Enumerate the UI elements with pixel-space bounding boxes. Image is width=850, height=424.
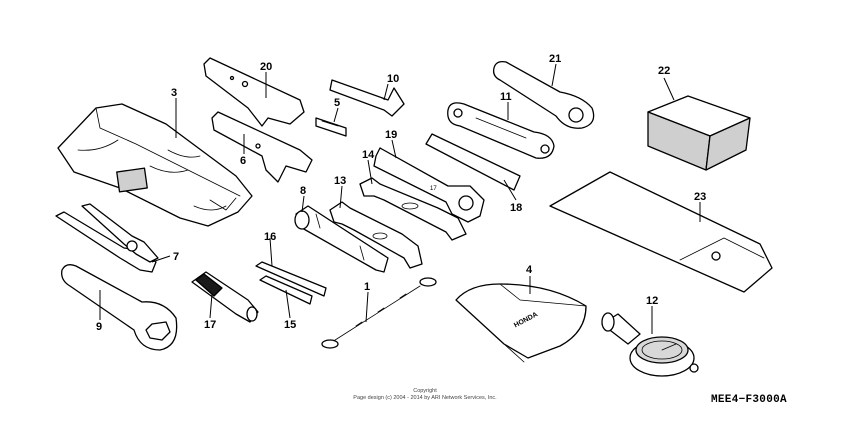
callout-15: 15 <box>284 319 296 331</box>
pin-spanner-20[interactable] <box>203 57 305 127</box>
cable-1[interactable] <box>321 277 437 349</box>
callout-21: 21 <box>549 53 561 65</box>
callout-4: 4 <box>526 264 533 276</box>
box-wrench-11[interactable] <box>447 102 555 159</box>
hex-key-10[interactable] <box>329 79 405 117</box>
copyright-notice: Copyright Page design (c) 2004 - 2014 by… <box>0 388 850 402</box>
screwdriver-handle-17[interactable] <box>191 271 259 323</box>
callout-18: 18 <box>510 202 522 214</box>
tool-roll-bag[interactable] <box>57 103 253 227</box>
callout-13: 13 <box>334 175 346 187</box>
screwdriver-shaft-16[interactable] <box>255 261 327 297</box>
pin-spanner-6[interactable] <box>211 111 313 183</box>
callout-17: 17 <box>204 319 216 331</box>
tool-bag-4[interactable]: HONDA <box>455 283 587 363</box>
callout-7: 7 <box>173 251 179 263</box>
callout-6: 6 <box>240 155 246 167</box>
open-end-wrench-14[interactable] <box>359 177 467 241</box>
wrench-marks-text: 17 <box>430 186 437 192</box>
pressure-gauge-12[interactable] <box>601 312 699 377</box>
callout-16: 16 <box>264 231 276 243</box>
callout-19: 19 <box>385 129 397 141</box>
copyright-line-1: Copyright <box>413 388 437 394</box>
manual-pouch-23[interactable] <box>549 171 773 293</box>
sponge-block-22[interactable] <box>647 95 751 171</box>
callout-20: 20 <box>260 61 272 73</box>
callout-22: 22 <box>658 65 670 77</box>
open-end-wrench-19[interactable]: 17 <box>373 147 485 223</box>
callout-3: 3 <box>171 87 177 99</box>
ring-wrench-21[interactable] <box>492 60 595 129</box>
leader-lines <box>99 63 701 334</box>
callout-12: 12 <box>646 295 658 307</box>
callout-8: 8 <box>300 185 306 197</box>
socket-extension-8[interactable] <box>294 205 389 273</box>
callout-11: 11 <box>500 91 512 103</box>
callout-14: 14 <box>362 149 375 161</box>
flat-bar-18[interactable] <box>425 133 521 191</box>
figure-code: MEE4−F3000A <box>711 394 787 406</box>
callout-5: 5 <box>334 97 340 109</box>
callout-10: 10 <box>387 73 399 85</box>
pliers-7[interactable] <box>55 203 159 273</box>
screwdriver-bit-5[interactable] <box>315 117 347 137</box>
ring-spanner-9[interactable] <box>61 264 178 351</box>
callout-9: 9 <box>96 321 102 333</box>
callout-labels: 1 3 4 5 6 7 8 9 10 11 12 13 14 15 16 17 … <box>96 53 706 333</box>
callout-23: 23 <box>694 191 706 203</box>
callout-1: 1 <box>364 281 370 293</box>
open-end-wrench-13[interactable] <box>329 201 423 269</box>
copyright-line-2: Page design (c) 2004 - 2014 by ARI Netwo… <box>353 395 497 401</box>
